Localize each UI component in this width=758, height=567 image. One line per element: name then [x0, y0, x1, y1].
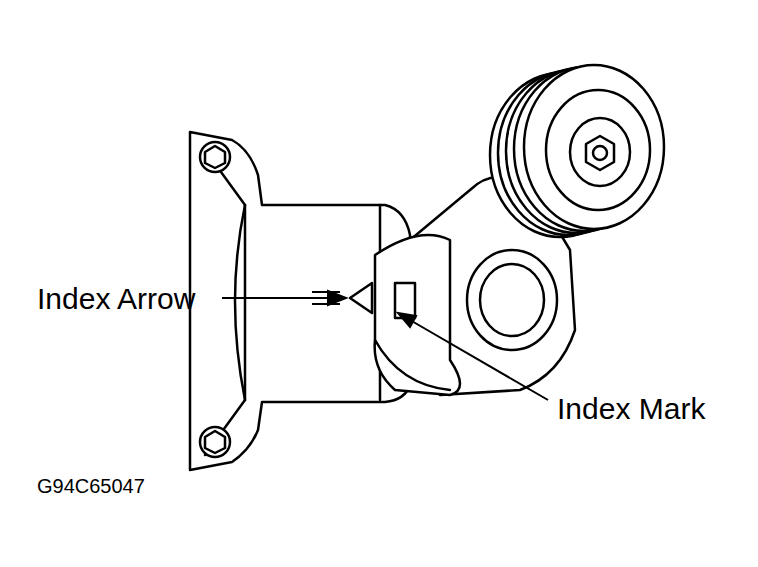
- arrowhead: [328, 291, 346, 305]
- index-arrow-tab: [350, 283, 372, 313]
- leader-line: [410, 320, 548, 400]
- figure-code: G94C65047: [37, 476, 145, 496]
- bolt-head: [200, 142, 230, 172]
- pivot-hole: [480, 264, 544, 336]
- body-edge: [375, 340, 450, 390]
- bolt-hex: [205, 431, 225, 453]
- pivot-boss: [467, 250, 557, 350]
- arrowhead: [398, 313, 416, 327]
- leader-line: [222, 297, 330, 299]
- pointer-line: [312, 291, 340, 293]
- pulley-bolt: [586, 136, 614, 170]
- tensioner-body: [375, 235, 460, 395]
- part-label: Index Arrow: [37, 284, 195, 314]
- bolt-center: [593, 146, 607, 160]
- pulley-face: [524, 65, 664, 229]
- pulley-hub: [546, 90, 650, 210]
- bracket-edge: [205, 150, 245, 455]
- bracket-curve: [235, 205, 245, 400]
- part-label: Index Mark: [557, 394, 705, 424]
- pointer-line: [312, 303, 340, 305]
- pulley-bearing: [570, 118, 630, 186]
- bolt-head: [200, 427, 230, 457]
- bolt-hex: [205, 146, 225, 168]
